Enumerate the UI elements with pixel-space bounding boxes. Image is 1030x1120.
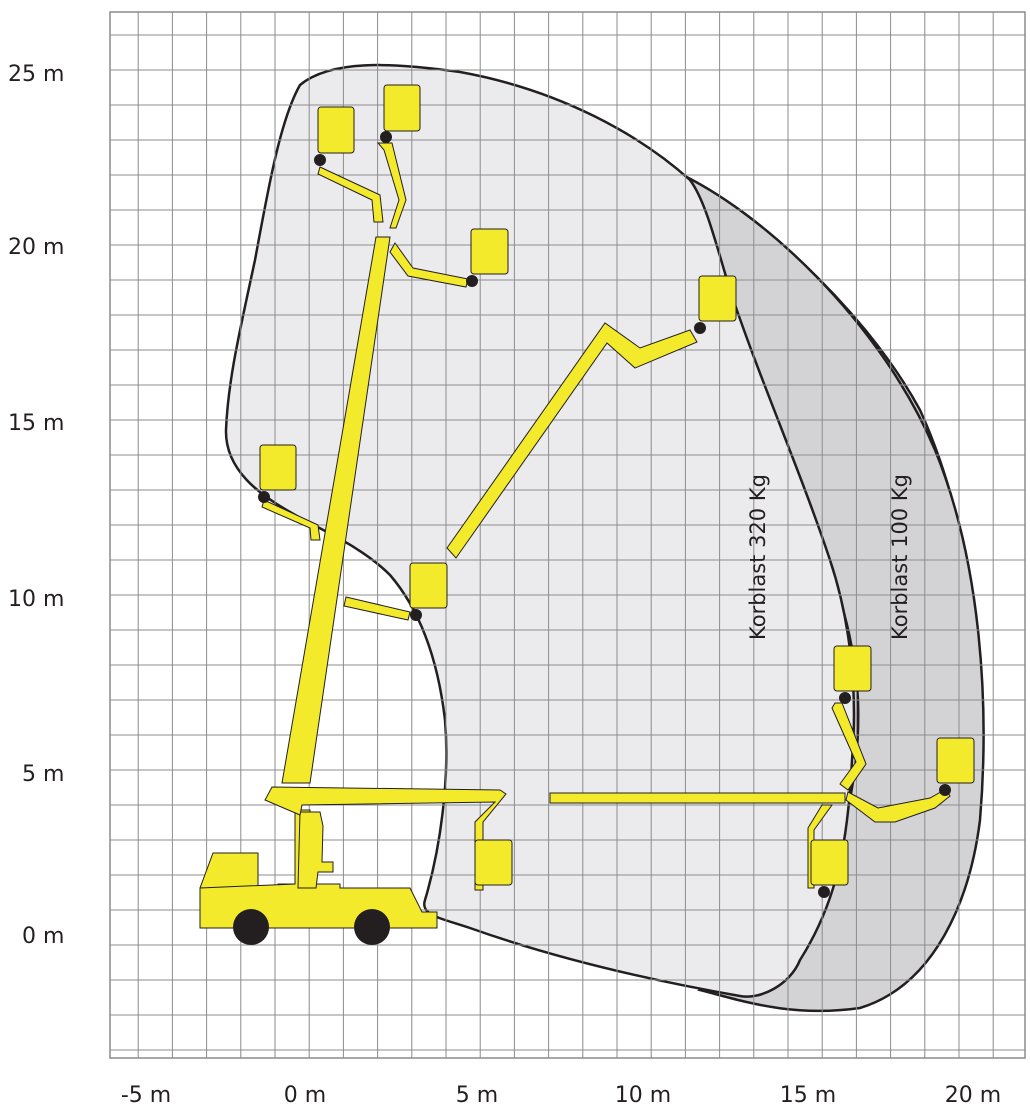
main-boom-diagonal xyxy=(446,322,698,559)
basket xyxy=(317,106,355,154)
jib-upper-right xyxy=(389,242,469,288)
plot-border xyxy=(109,11,1026,1059)
basket xyxy=(383,84,421,132)
x-tick-label: 10 m xyxy=(615,1083,671,1108)
basket xyxy=(833,645,872,692)
x-tick-label: 15 m xyxy=(780,1083,836,1108)
basket xyxy=(698,275,737,322)
x-tick-label: 5 m xyxy=(456,1083,498,1108)
turret-column xyxy=(297,811,334,889)
y-tick-label: 20 m xyxy=(8,235,64,260)
basket xyxy=(259,444,297,491)
axis-frame xyxy=(109,11,1026,1059)
envelope-320kg xyxy=(224,63,856,998)
pivot xyxy=(839,692,851,704)
basket xyxy=(474,839,513,886)
y-tick-label: 10 m xyxy=(8,587,64,612)
pivot xyxy=(818,886,830,898)
basket xyxy=(409,562,448,609)
zone-label-320kg: Korblast 320 Kg xyxy=(746,474,770,640)
pivot xyxy=(939,784,951,796)
aerial-platform-truck xyxy=(199,84,975,929)
pivot xyxy=(314,154,326,166)
pivot xyxy=(380,131,392,143)
zone-label-100kg: Korblast 100 Kg xyxy=(888,474,912,640)
basket xyxy=(810,839,849,886)
pivot xyxy=(466,275,478,287)
jib-right-extended xyxy=(845,788,951,823)
jib-top-right xyxy=(376,142,407,229)
basket xyxy=(470,228,509,275)
pivot xyxy=(410,609,422,621)
y-axis-ticks: 0 m 5 m 10 m 15 m 20 m 25 m xyxy=(8,62,64,949)
y-tick-label: 5 m xyxy=(22,762,64,787)
jib-left-low xyxy=(261,499,321,541)
y-tick-label: 25 m xyxy=(8,62,64,87)
pivot xyxy=(694,322,706,334)
front-wheel xyxy=(233,909,269,945)
main-boom-vertical xyxy=(281,236,391,784)
x-tick-label: 0 m xyxy=(284,1083,326,1108)
horizontal-boom xyxy=(549,792,846,804)
pivot-points xyxy=(258,131,951,898)
y-tick-label: 15 m xyxy=(8,411,64,436)
y-tick-label: 0 m xyxy=(22,924,64,949)
truck-wheels xyxy=(233,909,390,945)
jib-mid xyxy=(343,596,411,621)
x-tick-label: -5 m xyxy=(121,1083,171,1108)
x-tick-label: 20 m xyxy=(945,1083,1001,1108)
pivot xyxy=(258,491,270,503)
grid xyxy=(110,12,1025,1058)
x-axis-ticks: -5 m 0 m 5 m 10 m 15 m 20 m xyxy=(121,1083,1001,1108)
rear-wheel xyxy=(354,909,390,945)
jib-top-left xyxy=(317,166,384,223)
basket xyxy=(936,737,975,784)
jib-right-upper xyxy=(831,702,867,791)
